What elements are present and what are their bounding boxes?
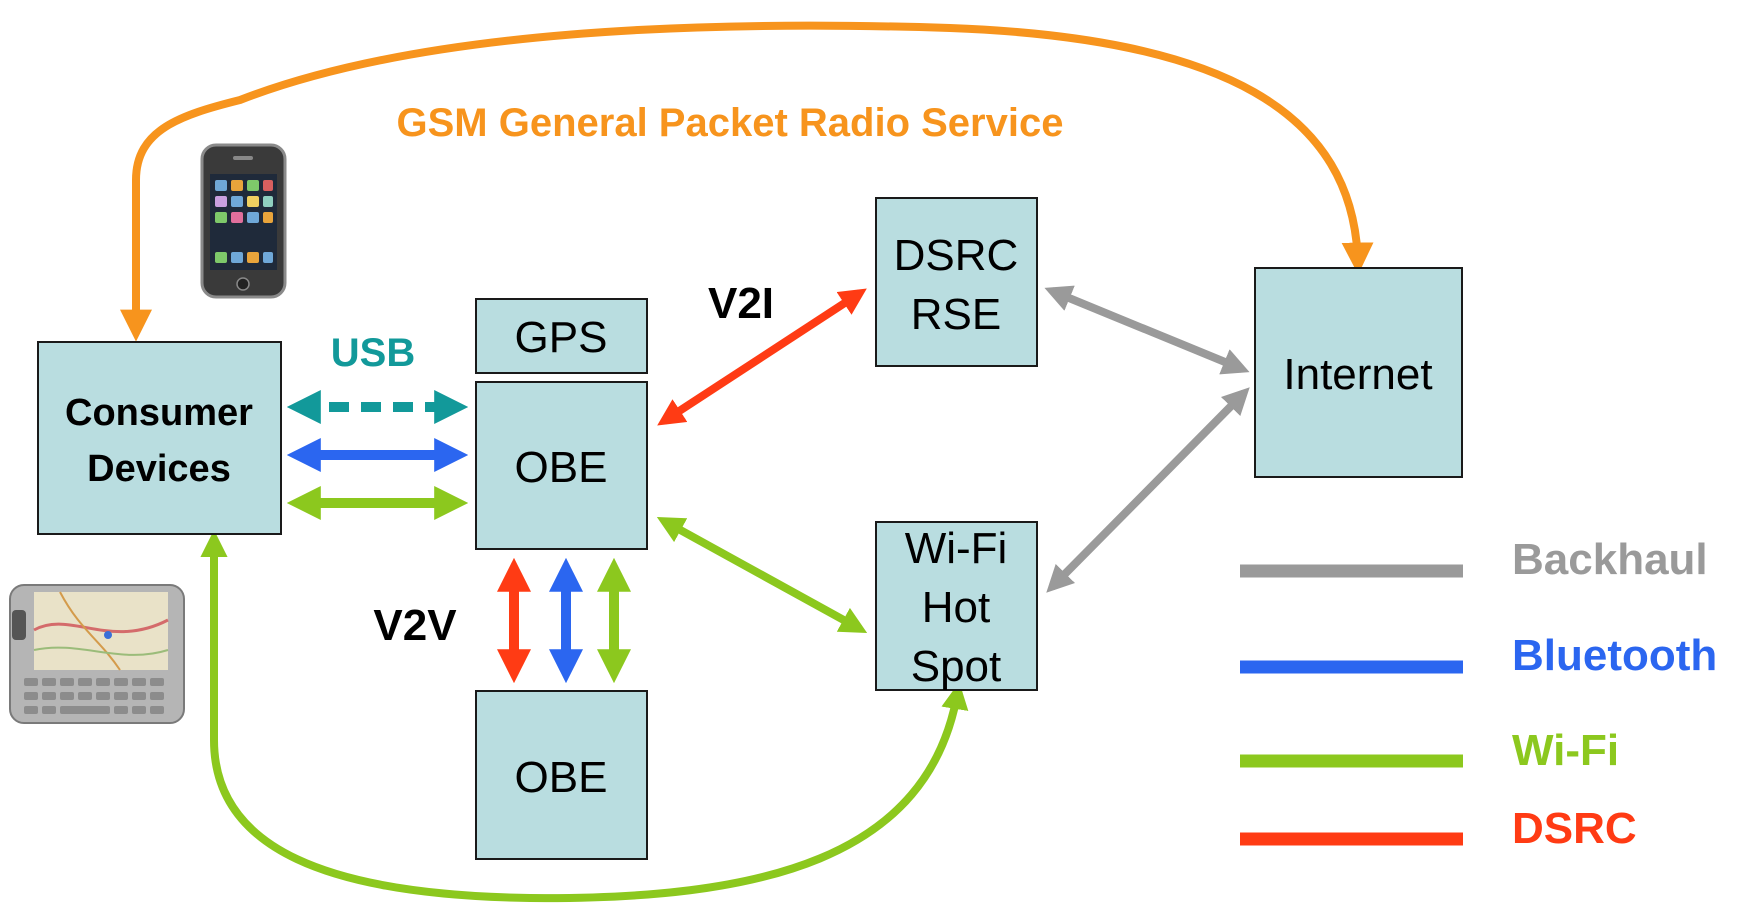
legend: Backhaul Bluetooth Wi-Fi DSRC: [1240, 535, 1717, 853]
internet-label: Internet: [1283, 350, 1432, 399]
gsm-connection-arrow: [120, 21, 1374, 342]
wifi-hot-spot-label-line2: Hot: [922, 583, 990, 632]
dsrc-rse-label-line1: DSRC: [894, 231, 1019, 280]
legend-backhaul-label: Backhaul: [1512, 535, 1708, 584]
dsrc-rse-label-line2: RSE: [911, 290, 1001, 339]
wifi-hot-spot-label-line1: Wi-Fi: [905, 524, 1008, 573]
smartphone-icon: [200, 143, 287, 299]
wifi-bottom-arc-arrow: [200, 529, 969, 903]
wifi-hot-spot-label-line3: Spot: [911, 642, 1002, 691]
v2v-label: V2V: [373, 601, 457, 650]
internet-box: Internet: [1254, 267, 1463, 478]
backhaul-wifi-internet-arrow: [1046, 387, 1250, 593]
obe-wifi-hotspot-arrow: [656, 517, 868, 633]
v2i-dsrc-arrow: [657, 288, 867, 426]
handheld-navigator-icon: [9, 584, 185, 724]
obe-box-main: OBE: [475, 381, 648, 550]
v2i-label: V2I: [708, 279, 774, 328]
obe-lower-label: OBE: [515, 753, 608, 802]
obe-box-lower: OBE: [475, 690, 648, 860]
gps-box: GPS: [475, 298, 648, 374]
dsrc-rse-box: DSRC RSE: [875, 197, 1038, 367]
obe-main-label: OBE: [515, 443, 608, 492]
consumer-devices-label-line2: Devices: [87, 448, 231, 490]
legend-bluetooth-label: Bluetooth: [1512, 631, 1717, 680]
gsm-label: GSM General Packet Radio Service: [397, 101, 1064, 145]
legend-wifi-label: Wi-Fi: [1512, 726, 1619, 775]
backhaul-dsrc-internet-arrow: [1044, 285, 1250, 375]
usb-label: USB: [331, 331, 415, 375]
gps-label: GPS: [515, 313, 608, 362]
consumer-devices-box: Consumer Devices: [37, 341, 282, 535]
consumer-devices-label-line1: Consumer: [65, 392, 253, 434]
legend-dsrc-label: DSRC: [1512, 804, 1637, 853]
wifi-hot-spot-box: Wi-Fi Hot Spot: [875, 521, 1038, 691]
